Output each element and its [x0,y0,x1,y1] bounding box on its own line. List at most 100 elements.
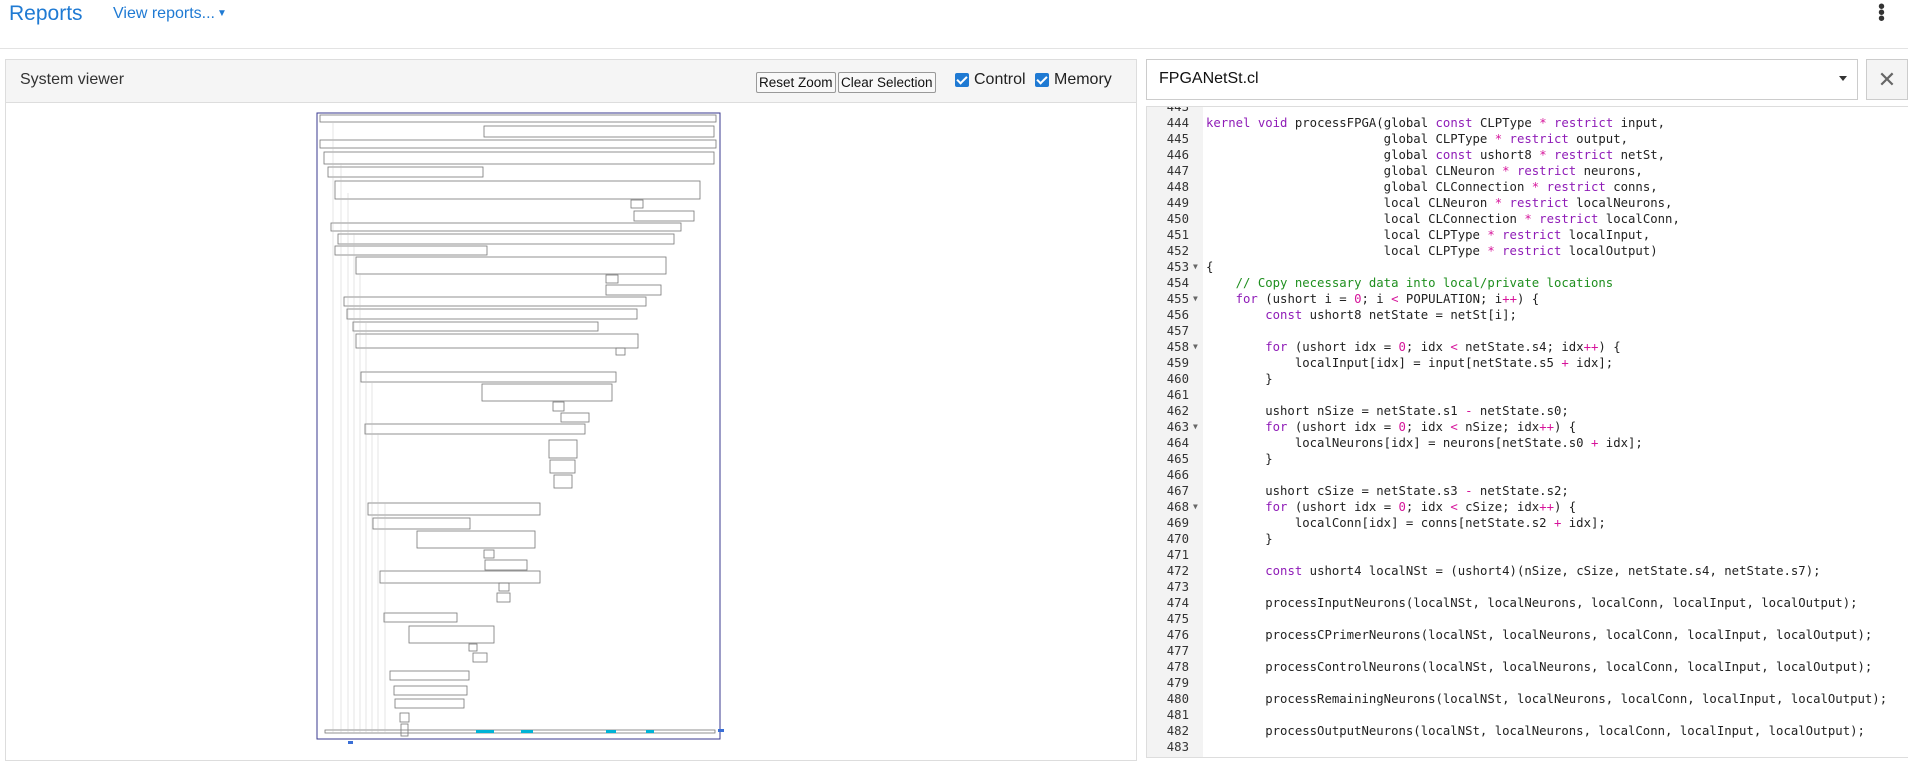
code-line: 452 local CLPType * restrict localOutput… [1147,243,1908,259]
file-selector[interactable]: FPGANetSt.cl [1146,59,1858,100]
graph-memory-highlights [348,729,724,744]
code-text: for (ushort idx = 0; idx < cSize; idx++)… [1265,500,1577,514]
code-line: 460 } [1147,371,1908,387]
view-reports-menu[interactable]: View reports...▼ [113,5,227,23]
memory-checkbox[interactable]: Memory [1035,71,1112,89]
graph-nodes [319,114,717,737]
code-line: 461 [1147,387,1908,403]
clear-selection-button[interactable]: Clear Selection [838,72,936,93]
system-graph[interactable] [6,103,1136,758]
code-text: } [1206,532,1273,546]
fold-arrow-icon[interactable]: ▼ [1193,422,1198,431]
code-line: 465 } [1147,451,1908,467]
memory-label: Memory [1054,71,1112,88]
line-number: 463 [1166,420,1189,434]
line-number: 466 [1166,468,1189,482]
code-text: global CLPType * restrict output, [1206,132,1629,146]
code-text: const ushort8 netState = netSt[i]; [1265,308,1517,322]
line-number: 475 [1166,612,1189,626]
line-number: 473 [1166,580,1189,594]
code-text: const ushort4 localNSt = (ushort4)(nSize… [1265,564,1821,578]
line-number: 445 [1166,132,1189,146]
code-line: 457 [1147,323,1908,339]
code-line: 475 [1147,611,1908,627]
system-viewer-header: System viewer Reset Zoom Clear Selection… [6,60,1136,103]
system-viewer-panel: System viewer Reset Zoom Clear Selection… [5,59,1137,761]
code-line: 478 processControlNeurons(localNSt, loca… [1147,659,1908,675]
code-text: for (ushort idx = 0; idx < netState.s4; … [1265,340,1621,354]
code-line: 449 local CLNeuron * restrict localNeuro… [1147,195,1908,211]
line-number: 483 [1166,740,1189,754]
fold-arrow-icon[interactable]: ▼ [1193,342,1198,351]
caret-down-icon: ▼ [216,8,227,19]
control-label: Control [974,71,1026,88]
line-number: 462 [1166,404,1189,418]
code-line: 446 global const ushort8 * restrict netS… [1147,147,1908,163]
line-number: 452 [1166,244,1189,258]
view-reports-label: View reports... [113,5,215,22]
line-number: 446 [1166,148,1189,162]
code-text: processOutputNeurons(localNSt, localNeur… [1206,724,1865,738]
checkbox-checked-icon [1035,73,1049,87]
line-number: 451 [1166,228,1189,242]
line-number: 470 [1166,532,1189,546]
code-text: processRemainingNeurons(localNSt, localN… [1206,692,1888,706]
code-line: 454 // Copy necessary data into local/pr… [1147,275,1908,291]
close-icon: ✕ [1877,67,1897,92]
code-line: 472 const ushort4 localNSt = (ushort4)(n… [1147,563,1908,579]
graph-frame [316,112,721,740]
line-number: 464 [1166,436,1189,450]
line-number: 479 [1166,676,1189,690]
kebab-menu-icon[interactable]: ••• [1878,0,1886,30]
reports-brand[interactable]: Reports [9,2,83,25]
code-line: 483 [1147,739,1908,755]
fold-arrow-icon[interactable]: ▼ [1193,502,1198,511]
code-text: } [1206,452,1273,466]
line-number: 471 [1166,548,1189,562]
fold-arrow-icon[interactable]: ▼ [1193,262,1198,271]
code-text: localConn[idx] = conns[netState.s2 + idx… [1206,516,1606,530]
line-number: 468 [1166,500,1189,514]
graph-edges [332,123,386,733]
code-line: 455▼ for (ushort i = 0; i < POPULATION; … [1147,291,1908,307]
code-line: 458▼ for (ushort idx = 0; idx < netState… [1147,339,1908,355]
control-checkbox[interactable]: Control [955,71,1026,89]
code-text: local CLNeuron * restrict localNeurons, [1206,196,1673,210]
code-text: // Copy necessary data into local/privat… [1206,276,1614,290]
line-number: 478 [1166,660,1189,674]
line-number: 461 [1166,388,1189,402]
code-line: 480 processRemainingNeurons(localNSt, lo… [1147,691,1908,707]
code-line: 456 const ushort8 netState = netSt[i]; [1147,307,1908,323]
code-line: 470 } [1147,531,1908,547]
code-text: processInputNeurons(localNSt, localNeuro… [1206,596,1858,610]
line-number: 469 [1166,516,1189,530]
line-number: 443 [1166,106,1189,114]
line-number: 460 [1166,372,1189,386]
code-line: 468 ▼ for (ushort idx = 0; idx < cSize; i… [1147,499,1908,515]
line-number: 474 [1166,596,1189,610]
code-text: global const ushort8 * restrict netSt, [1206,148,1666,162]
fold-arrow-icon[interactable]: ▼ [1193,294,1198,303]
line-number: 449 [1166,196,1189,210]
code-line: 476 processCPrimerNeurons(localNSt, loca… [1147,627,1908,643]
line-number: 467 [1166,484,1189,498]
close-button[interactable]: ✕ [1866,59,1908,100]
line-number: 444 [1166,116,1189,130]
code-line: 451 local CLPType * restrict localInput, [1147,227,1908,243]
code-line: 482 processOutputNeurons(localNSt, local… [1147,723,1908,739]
code-line: 448 global CLConnection * restrict conns… [1147,179,1908,195]
chevron-down-icon [1839,76,1847,81]
code-line: 450 local CLConnection * restrict localC… [1147,211,1908,227]
code-line: 445 global CLPType * restrict output, [1147,131,1908,147]
code-text: processControlNeurons(localNSt, localNeu… [1206,660,1873,674]
checkbox-checked-icon [955,73,969,87]
code-text: localInput[idx] = input[netState.s5 + id… [1206,356,1614,370]
code-line: 477 [1147,643,1908,659]
line-number: 454 [1166,276,1189,290]
reset-zoom-button[interactable]: Reset Zoom [756,72,836,93]
code-line: 459 localInput[idx] = input[netState.s5 … [1147,355,1908,371]
code-line: 471 [1147,547,1908,563]
